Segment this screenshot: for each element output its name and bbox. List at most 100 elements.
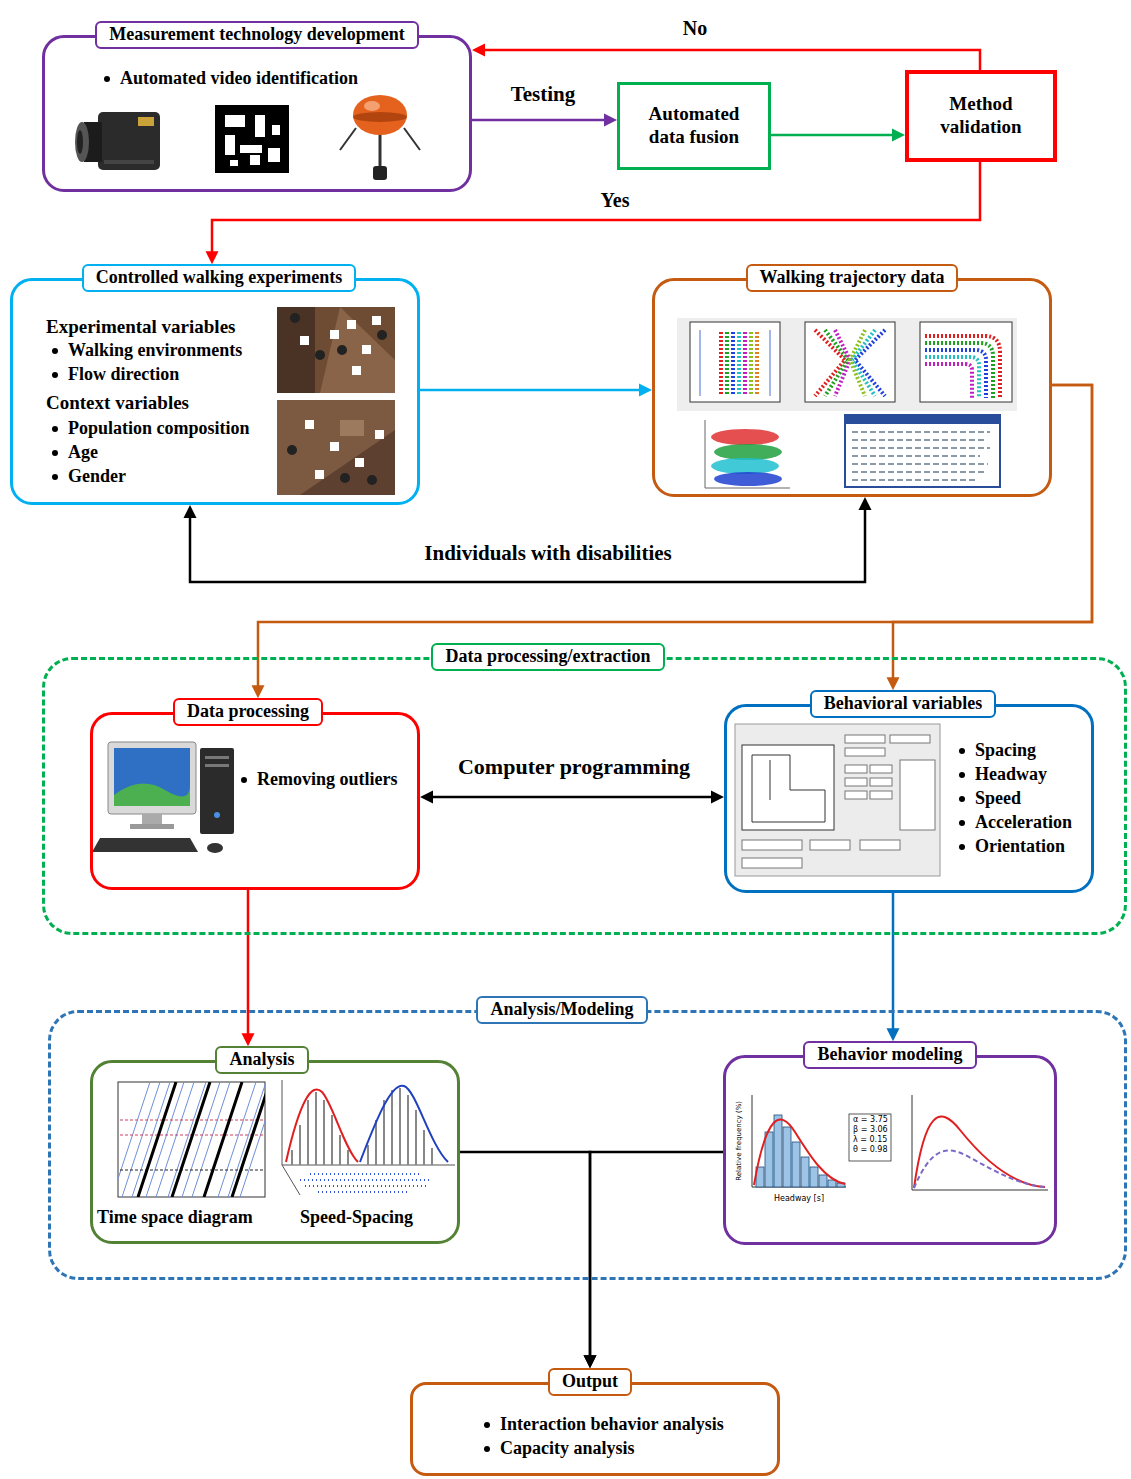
bullet-text: Orientation xyxy=(975,836,1065,858)
group-band: Analysis/ModelingAnalysisTime space diag… xyxy=(48,1010,1127,1280)
bullet-dot xyxy=(484,1446,490,1452)
chart-label: Headway [s] xyxy=(774,1195,824,1204)
box-title: Walking trajectory data xyxy=(746,264,959,292)
bullet-dot xyxy=(52,426,58,432)
connector-line xyxy=(212,162,980,254)
edge-label: Individuals with disabilities xyxy=(421,541,674,565)
bullet-text: Spacing xyxy=(975,740,1036,762)
connector-line xyxy=(258,385,1092,688)
connector xyxy=(460,1152,597,1368)
headway-curves xyxy=(912,1095,1048,1190)
edge-label: Yes xyxy=(598,189,633,212)
process-box: Data processingRemoving outliers xyxy=(90,712,420,890)
bullet-dot xyxy=(52,450,58,456)
connector xyxy=(184,497,872,582)
connector xyxy=(242,890,255,1046)
connector-line xyxy=(771,134,895,137)
arrow-head xyxy=(252,685,265,698)
bullet-text: Interaction behavior analysis xyxy=(500,1414,724,1436)
computer-icon xyxy=(92,742,234,853)
process-box: Automated data fusion xyxy=(617,82,771,170)
data-table-window xyxy=(845,415,1000,487)
bullet-dot xyxy=(52,372,58,378)
bullet-dot xyxy=(959,772,965,778)
box-title: Behavior modeling xyxy=(803,1041,976,1069)
sensor-icon xyxy=(340,95,420,180)
connector xyxy=(206,162,981,264)
bullet-dot xyxy=(52,348,58,354)
connector xyxy=(771,129,905,142)
chart-label: β = 3.06 xyxy=(853,1126,888,1135)
box-text: Experimental variables xyxy=(46,316,235,339)
connector-line xyxy=(472,119,607,122)
connector xyxy=(420,384,652,397)
arrow-head xyxy=(604,114,617,127)
arrow-head xyxy=(887,1028,900,1041)
decision-box: Method validation xyxy=(905,70,1057,162)
arrow-head xyxy=(206,251,219,264)
box-title: Behavioral variables xyxy=(810,690,997,718)
process-box: AnalysisTime space diagramSpeed-Spacing xyxy=(90,1060,460,1244)
connector xyxy=(472,44,980,71)
headway-histogram xyxy=(752,1095,891,1187)
speed-spacing-chart xyxy=(282,1080,455,1195)
connector-line xyxy=(247,890,250,1036)
bullet-dot xyxy=(241,777,247,783)
box-text: Context variables xyxy=(46,392,189,415)
box-title: Data processing/extraction xyxy=(431,643,664,671)
software-screenshot xyxy=(735,724,940,876)
box-title: Analysis/Modeling xyxy=(476,996,647,1024)
connector-line xyxy=(893,385,1092,680)
box-title: Analysis xyxy=(215,1046,308,1074)
connector-line xyxy=(190,507,865,582)
chart-label: λ = 0.15 xyxy=(853,1136,887,1145)
arrow-head xyxy=(184,505,197,518)
trajectory-plots xyxy=(677,318,1017,411)
bullet-text: Age xyxy=(68,442,98,464)
connector-line xyxy=(430,796,714,799)
output-box: OutputInteraction behavior analysisCapac… xyxy=(410,1382,780,1476)
bullet-dot xyxy=(484,1422,490,1428)
process-box: Controlled walking experimentsExperiment… xyxy=(10,278,420,505)
arrow-head xyxy=(859,497,872,510)
box-title: Controlled walking experiments xyxy=(82,264,357,292)
chart-label: Relative frequency (%) xyxy=(736,1101,744,1181)
connector xyxy=(472,114,617,127)
connector xyxy=(887,893,900,1041)
connector xyxy=(252,385,1093,698)
chart-label: α = 3.75 xyxy=(853,1116,888,1125)
connector xyxy=(420,791,724,804)
box-text: Speed-Spacing xyxy=(300,1207,413,1229)
bullet-text: Automated video identification xyxy=(120,68,358,90)
process-box: Behavioral variablesSpacingHeadwaySpeedA… xyxy=(724,704,1094,893)
marker-icon xyxy=(215,105,289,173)
connector-line xyxy=(460,1152,590,1358)
bullet-dot xyxy=(104,76,110,82)
edge-label: Computer programming xyxy=(455,754,693,779)
experiment-photo xyxy=(277,400,395,495)
arrow-head xyxy=(892,129,905,142)
arrow-head xyxy=(584,1355,597,1368)
arrow-head xyxy=(887,677,900,690)
process-box: Measurement technology developmentAutoma… xyxy=(42,35,472,192)
camera-icon xyxy=(75,112,160,170)
bullet-text: Capacity analysis xyxy=(500,1438,635,1460)
bullet-dot xyxy=(959,844,965,850)
bullet-text: Speed xyxy=(975,788,1021,810)
arrow-head xyxy=(242,1033,255,1046)
box-text: Automated data fusion xyxy=(638,103,750,149)
bullet-text: Headway xyxy=(975,764,1047,786)
box-title: Measurement technology development xyxy=(95,21,419,49)
process-box: Behavior modeling xyxy=(723,1055,1057,1245)
box-title: Output xyxy=(548,1368,632,1396)
bullet-text: Removing outliers xyxy=(257,769,397,791)
connector-line xyxy=(420,389,642,392)
bullet-dot xyxy=(52,474,58,480)
arrow-head xyxy=(472,44,485,57)
bullet-dot xyxy=(959,748,965,754)
bullet-text: Population composition xyxy=(68,418,250,440)
edge-label: Testing xyxy=(508,82,579,106)
